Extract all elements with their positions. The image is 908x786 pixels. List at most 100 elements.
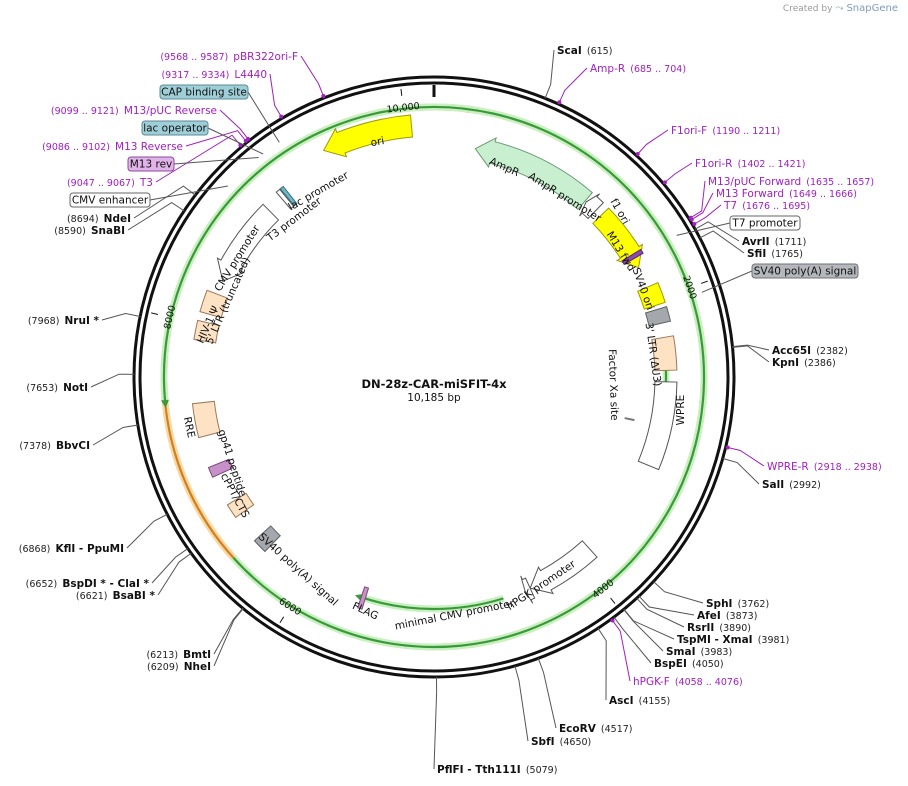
- feature-sv40-ori[interactable]: [637, 282, 666, 310]
- site-kfli-ppumi-6868[interactable]: (6868) KflI - PpuMI: [19, 537, 124, 556]
- primer-f1ori-r-marker: [662, 180, 667, 185]
- site-rsrii-3890[interactable]: RsrII (3890): [687, 616, 751, 635]
- tick-2000: [700, 280, 708, 284]
- feature-ori[interactable]: [322, 114, 414, 158]
- feature-cppt-cts[interactable]: [226, 492, 255, 519]
- feature-3-ltr-u3[interactable]: [651, 335, 678, 372]
- site-ndei-8694[interactable]: (8694) NdeI: [67, 207, 131, 226]
- primer-m13-puc-reverse[interactable]: (9099 .. 9121) M13/pUC Reverse: [51, 99, 217, 118]
- boxed-feature-t7-promoter: T7 promoter: [731, 218, 798, 230]
- site-nrui-7968-leader: [101, 312, 141, 321]
- snapgene-credit: Created by ⤳ SnapGene: [783, 3, 898, 14]
- site-avrii-1711[interactable]: AvrII (1711): [742, 230, 806, 249]
- feature-label-rre: RRE: [181, 416, 197, 439]
- site-snabi-8590-leader: [127, 201, 185, 231]
- site-avrii-1711-leader: [694, 221, 740, 242]
- primer-wpre-r[interactable]: WPRE-R (2918 .. 2938): [767, 455, 882, 474]
- feature-m13-fwd[interactable]: [621, 248, 644, 266]
- boxed-feature-cap-binding-site-box[interactable]: [159, 84, 249, 100]
- feature-lac-promoter[interactable]: [279, 185, 298, 207]
- primer-f1ori-f[interactable]: F1ori-F (1190 .. 1211): [671, 119, 780, 138]
- primer-m13-puc-forward-leader: [688, 180, 706, 220]
- feature-sv40-poly-a-signal-small[interactable]: [644, 306, 672, 327]
- feature-wpre[interactable]: [637, 381, 678, 471]
- site-kpni-2386-leader: [732, 345, 770, 363]
- site-asci-4155[interactable]: AscI (4155): [609, 689, 670, 708]
- backbone-layer: [132, 75, 736, 679]
- primer-m13-reverse[interactable]: (9086 .. 9102) M13 Reverse: [42, 135, 183, 154]
- primer-l4440[interactable]: (9317 .. 9334) L4440: [161, 63, 267, 82]
- feature-ampr[interactable]: [474, 136, 593, 211]
- site-tspmi-xmai-3981[interactable]: TspMI - XmaI (3981): [677, 628, 789, 647]
- primer-hpgk-f[interactable]: hPGK-F (4058 .. 4076): [633, 670, 743, 689]
- site-sbfi-4650[interactable]: SbfI (4650): [531, 730, 591, 749]
- site-ecorv-4517[interactable]: EcoRV (4517): [559, 717, 633, 736]
- feature-f1-ori[interactable]: [592, 207, 644, 269]
- feature-minimal-cmv-promoter[interactable]: [520, 575, 536, 604]
- boxed-feature-cap-binding-site: CAP binding site: [161, 87, 247, 99]
- site-bspei-4050[interactable]: BspEI (4050): [654, 652, 724, 671]
- boxed-feature-cmv-enhancer-leader: [149, 185, 228, 201]
- boxed-feature-cmv-enhancer-box[interactable]: [69, 192, 151, 208]
- site-bsabi-6621-leader: [157, 552, 192, 596]
- site-smai-3983-leader: [623, 609, 664, 652]
- site-bspdi-clai-6652[interactable]: (6652) BspDI * - ClaI *: [26, 572, 150, 591]
- primer-t7[interactable]: T7 (1676 .. 1695): [723, 194, 810, 213]
- tick-label-6000: 6000: [277, 596, 303, 618]
- feature-cmv-promoter[interactable]: [216, 203, 280, 282]
- boxed-feature-m13-rev-box[interactable]: [127, 156, 175, 172]
- primer-amp-r[interactable]: Amp-R (685 .. 704): [590, 57, 686, 76]
- feature-hiv-1[interactable]: [199, 289, 229, 319]
- primer-m13-puc-forward[interactable]: M13/pUC Forward (1635 .. 1657): [708, 170, 874, 189]
- boxed-feature-sv40-poly-a-signal-box[interactable]: [751, 263, 859, 279]
- site-kpni-2386[interactable]: KpnI (2386): [772, 351, 836, 370]
- site-acc65i-2382[interactable]: Acc65I (2382): [772, 339, 848, 358]
- site-sphi-3762[interactable]: SphI (3762): [706, 592, 769, 611]
- feature-label-sv40-poly-a-signal: SV40 poly(A) signal: [256, 531, 340, 609]
- feature-rre[interactable]: [191, 400, 221, 439]
- site-bspei-4050-leader: [613, 616, 652, 664]
- boxed-feature-lac-operator-leader: [207, 127, 264, 155]
- boxed-feature-sv40-poly-a-signal-leader: [701, 270, 753, 293]
- site-noti-7653-leader: [90, 373, 135, 388]
- feature-gp41-peptide[interactable]: [207, 458, 234, 478]
- site-scai-615[interactable]: ScaI (615): [557, 39, 612, 58]
- site-nhei-6209[interactable]: (6209) NheI: [147, 655, 211, 674]
- site-pflfi-tth111i-5079[interactable]: PflFI - Tth111I (5079): [437, 758, 557, 777]
- feature-5-ltr-truncated[interactable]: [193, 319, 220, 344]
- site-bbvci-7378[interactable]: (7378) BbvCI: [19, 434, 90, 453]
- primer-m13-forward-leader: [689, 192, 714, 221]
- site-bmti-6213[interactable]: (6213) BmtI: [146, 643, 211, 662]
- primer-m13-reverse-marker: [243, 138, 248, 143]
- boxed-feature-t7-promoter-box[interactable]: [729, 215, 801, 231]
- site-sfii-1765-leader: [699, 230, 745, 254]
- site-sali-2992[interactable]: SalI (2992): [762, 473, 821, 492]
- primer-t3[interactable]: (9047 .. 9067) T3: [67, 171, 153, 190]
- site-afei-3873[interactable]: AfeI (3873): [697, 604, 757, 623]
- site-rsrii-3890-leader: [636, 597, 685, 628]
- site-sfii-1765[interactable]: SfiI (1765): [747, 242, 803, 261]
- feature-ampr-promoter[interactable]: [579, 193, 605, 220]
- site-smai-3983[interactable]: SmaI (3983): [666, 640, 732, 659]
- tick-label-8000: 8000: [162, 304, 178, 330]
- site-snabi-8590[interactable]: (8590) SnaBI: [54, 219, 125, 238]
- feature-sv40-poly-a-signal-2[interactable]: [253, 525, 281, 553]
- primer-m13-forward[interactable]: M13 Forward (1649 .. 1666): [716, 182, 857, 201]
- primer-f1ori-r[interactable]: F1ori-R (1402 .. 1421): [695, 152, 805, 171]
- feature-flag[interactable]: [357, 586, 370, 610]
- tick-label-2000: 2000: [680, 274, 698, 300]
- boxed-feature-lac-operator-box[interactable]: [141, 120, 209, 136]
- primers-layer: Amp-R (685 .. 704) F1ori-F (1190 .. 1211)…: [42, 45, 882, 689]
- created-by-text: Created by: [782, 3, 833, 14]
- site-bsabi-6621[interactable]: (6621) BsaBI *: [76, 584, 156, 603]
- site-nrui-7968[interactable]: (7968) NruI *: [28, 309, 100, 328]
- site-bspdi-clai-6652-leader: [151, 548, 189, 584]
- site-noti-7653[interactable]: (7653) NotI: [26, 376, 88, 395]
- feature-hpgk-promoter[interactable]: [529, 540, 598, 595]
- primer-pbr322ori-f[interactable]: (9568 .. 9587) pBR322ori-F: [160, 45, 298, 64]
- site-bbvci-7378-leader: [92, 424, 138, 446]
- feature-t3-promoter[interactable]: [275, 188, 295, 210]
- primer-pbr322ori-f-marker: [321, 93, 326, 98]
- tick-10000: [400, 88, 403, 96]
